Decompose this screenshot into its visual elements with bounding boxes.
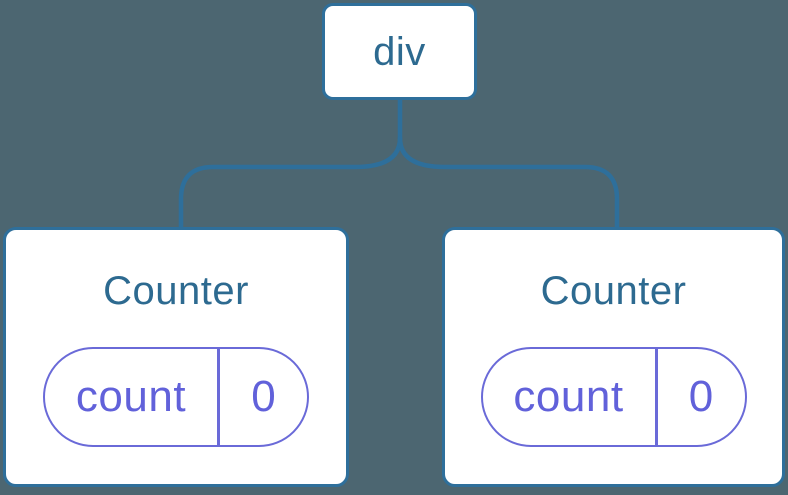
state-value: 0	[251, 372, 276, 421]
counter-node-title: Counter	[103, 269, 249, 313]
counter-node-left: Counter count 0	[3, 227, 349, 487]
counter-node-title: Counter	[540, 269, 687, 313]
state-key-label: count	[483, 349, 658, 445]
state-pill: count 0	[480, 347, 747, 447]
counter-node-right: Counter count 0	[442, 227, 785, 487]
state-key-label: count	[45, 349, 220, 445]
state-pill: count 0	[43, 347, 309, 447]
connector-right-branch	[397, 135, 620, 232]
root-node-label: div	[373, 29, 426, 74]
state-value: 0	[688, 372, 714, 421]
root-node-div: div	[322, 3, 477, 100]
connector-left-branch	[178, 135, 403, 232]
